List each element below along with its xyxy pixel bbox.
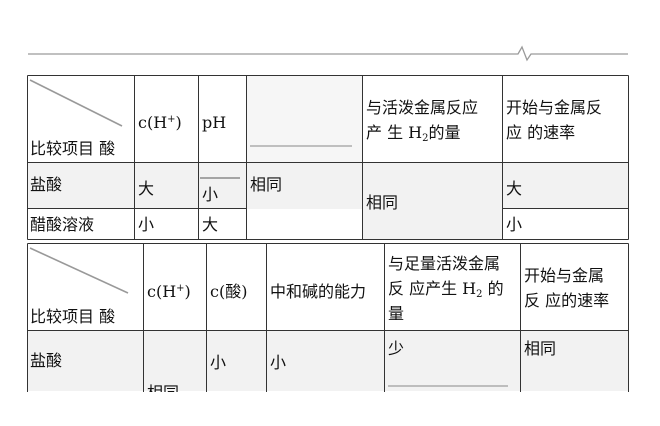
t2-corner-label: 比较项目 酸: [30, 307, 116, 326]
t2-row1-rate: 相同: [524, 339, 557, 358]
t1-header-ch: c(H+): [138, 113, 182, 132]
t1-row1-rate: 大: [506, 179, 523, 198]
t1-merged-amount-value: 相同: [366, 193, 399, 212]
top-rule: [28, 45, 628, 62]
t1-row1-label: 盐酸: [30, 175, 63, 194]
t1-row1-ch: 大: [138, 179, 155, 198]
t1-header-rate-line1: 开始与金属反: [506, 98, 603, 117]
t1-header-amount-line2: 产 生 H2的量: [366, 123, 461, 144]
t1-header-ph: pH: [202, 113, 227, 132]
t1-row1-ph: 小: [202, 185, 219, 204]
t2-row1-acid: 小: [210, 353, 227, 372]
shade-t1-row1: [28, 163, 628, 209]
bottom-crop: [0, 392, 660, 426]
t2-header-amount-line2: 反 应产生 H2 的: [388, 279, 504, 300]
t2-header-amount-line3: 量: [388, 304, 405, 323]
t2-header-neutral: 中和碱的能力: [270, 282, 367, 301]
t2-row1-label: 盐酸: [30, 351, 63, 370]
t1-row2-rate: 小: [506, 215, 523, 234]
t2-row1-amount: 少: [388, 339, 405, 358]
shade-t2-row1: [28, 331, 628, 391]
t2-header-rate-line1: 开始与金属: [524, 266, 605, 285]
t2-header-acid: c(酸): [210, 282, 248, 301]
t2-header-ch: c(H+): [147, 282, 191, 301]
shade-t1-ph-header: [247, 76, 362, 162]
t2-header-amount-line1: 与足量活泼金属: [388, 254, 501, 273]
t1-header-rate-line2: 应 的速率: [506, 123, 576, 142]
shade-t1-merged: [363, 209, 502, 239]
t1-row2-ch: 小: [138, 215, 155, 234]
t1-corner-label: 比较项目 酸: [30, 139, 116, 158]
t1-merged-blank-value: 相同: [250, 175, 283, 194]
t1-row2-label: 醋酸溶液: [30, 215, 95, 234]
t1-row2-ph: 大: [202, 215, 219, 234]
t2-row1-neutral: 小: [270, 353, 287, 372]
t1-header-amount-line1: 与活泼金属反应: [366, 98, 479, 117]
t2-header-rate-line2: 反 应的速率: [524, 291, 610, 310]
